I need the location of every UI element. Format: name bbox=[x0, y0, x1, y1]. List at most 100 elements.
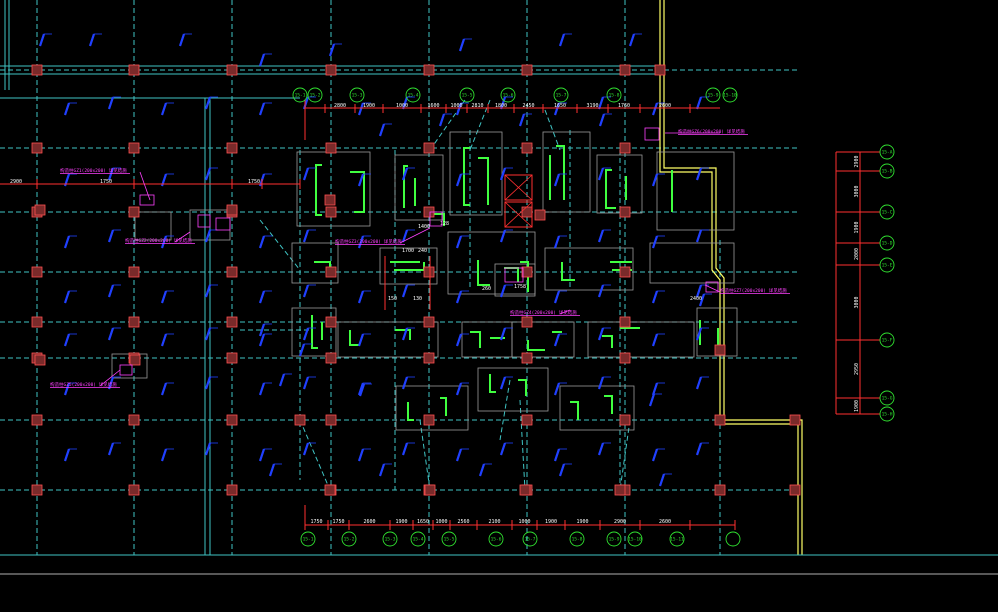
beam-tag bbox=[438, 113, 446, 127]
dimension-text: 1600 bbox=[428, 103, 440, 109]
beam-tag bbox=[499, 167, 507, 181]
elevator-shaft bbox=[504, 174, 533, 228]
axis-bubble bbox=[441, 531, 457, 547]
column bbox=[325, 316, 337, 328]
column bbox=[519, 484, 531, 496]
beam-tag bbox=[204, 284, 212, 298]
dimension-text: 1000 bbox=[519, 519, 531, 525]
shear-wall bbox=[350, 171, 365, 213]
column bbox=[789, 414, 801, 426]
axis-label: 15-6 bbox=[491, 537, 502, 543]
dimension-text: 150 bbox=[388, 296, 397, 302]
beam-tag bbox=[455, 382, 463, 396]
grid-line bbox=[419, 419, 431, 491]
beam-tag bbox=[357, 290, 365, 304]
dimension-text: 1900 bbox=[854, 400, 860, 412]
axis-bubble bbox=[705, 87, 721, 103]
beam-tag bbox=[499, 284, 507, 298]
beam-tag bbox=[357, 448, 365, 462]
dimension-text: 3000 bbox=[854, 185, 860, 197]
axis-bubble bbox=[627, 531, 643, 547]
dimension-text: 1700 bbox=[402, 248, 414, 254]
column bbox=[521, 206, 533, 218]
beam-tag bbox=[401, 96, 409, 110]
pile-cap bbox=[477, 367, 549, 412]
beam-tag bbox=[401, 442, 409, 456]
column bbox=[534, 209, 546, 221]
grid-line bbox=[619, 419, 631, 491]
axis-label: 15-6 bbox=[503, 93, 514, 99]
beam-tag bbox=[455, 333, 463, 347]
beam-tag bbox=[455, 448, 463, 462]
pile-cap bbox=[291, 307, 337, 357]
column bbox=[128, 316, 140, 328]
column bbox=[325, 142, 337, 154]
beam-tag bbox=[553, 290, 561, 304]
column bbox=[619, 142, 631, 154]
beam-tag bbox=[358, 383, 366, 397]
shear-wall bbox=[561, 262, 575, 281]
dimension-text: 1750 bbox=[100, 179, 112, 185]
beam-tag bbox=[204, 167, 212, 181]
dimension-text: 1650 bbox=[417, 519, 429, 525]
beam-tag bbox=[628, 33, 636, 47]
dimension-text: 1900 bbox=[577, 519, 589, 525]
axis-label: 15-8 bbox=[572, 537, 583, 543]
beam-tag bbox=[160, 333, 168, 347]
shear-wall bbox=[556, 145, 565, 200]
beam-tag bbox=[107, 96, 115, 110]
axis-bubble bbox=[307, 87, 323, 103]
annotation-leader bbox=[704, 284, 721, 293]
building-boundary-line bbox=[659, 0, 803, 555]
beam-tag bbox=[553, 333, 561, 347]
shear-wall bbox=[604, 395, 613, 414]
column bbox=[226, 204, 238, 216]
axis-bubble bbox=[879, 332, 895, 348]
pile-cap bbox=[542, 131, 591, 213]
axis-label: 15-G bbox=[882, 396, 893, 402]
shear-wall bbox=[518, 379, 527, 396]
pile-cap bbox=[649, 242, 735, 284]
axis-label: 15-7 bbox=[556, 93, 567, 99]
beam-tag bbox=[357, 173, 365, 187]
dimension-text: 2900 bbox=[10, 179, 22, 185]
beam-tag bbox=[401, 167, 409, 181]
beam-tag bbox=[204, 376, 212, 390]
shear-wall bbox=[430, 213, 445, 226]
beam-tag bbox=[160, 102, 168, 116]
column bbox=[614, 484, 626, 496]
dimension-text: 1760 bbox=[618, 103, 630, 109]
column bbox=[521, 316, 533, 328]
beam-tag bbox=[478, 463, 486, 477]
column bbox=[521, 266, 533, 278]
beam-tag bbox=[695, 96, 703, 110]
dimension-text: 1900 bbox=[363, 103, 375, 109]
dimension-text: 2400 bbox=[690, 296, 702, 302]
pile-cap bbox=[134, 211, 172, 241]
beam-tag bbox=[695, 167, 703, 181]
grid-line bbox=[259, 219, 301, 271]
axis-label: 15-C bbox=[882, 210, 893, 216]
beam-tag bbox=[553, 235, 561, 249]
column bbox=[789, 484, 801, 496]
beam-tag bbox=[499, 376, 507, 390]
column bbox=[325, 414, 337, 426]
column bbox=[325, 352, 337, 364]
axis-bubble bbox=[382, 531, 398, 547]
column bbox=[128, 206, 140, 218]
annotation-leader bbox=[139, 171, 151, 201]
dimension-text: 2800 bbox=[334, 103, 346, 109]
beam-tag bbox=[499, 96, 507, 110]
pile-cap bbox=[587, 321, 695, 358]
axis-label: 15-3 bbox=[352, 93, 363, 99]
axis-label: 15-D bbox=[882, 241, 893, 247]
column bbox=[619, 206, 631, 218]
axis-label: 15-4 bbox=[408, 93, 419, 99]
axis-label: 15-8 bbox=[609, 93, 620, 99]
pile-cap bbox=[494, 263, 536, 297]
